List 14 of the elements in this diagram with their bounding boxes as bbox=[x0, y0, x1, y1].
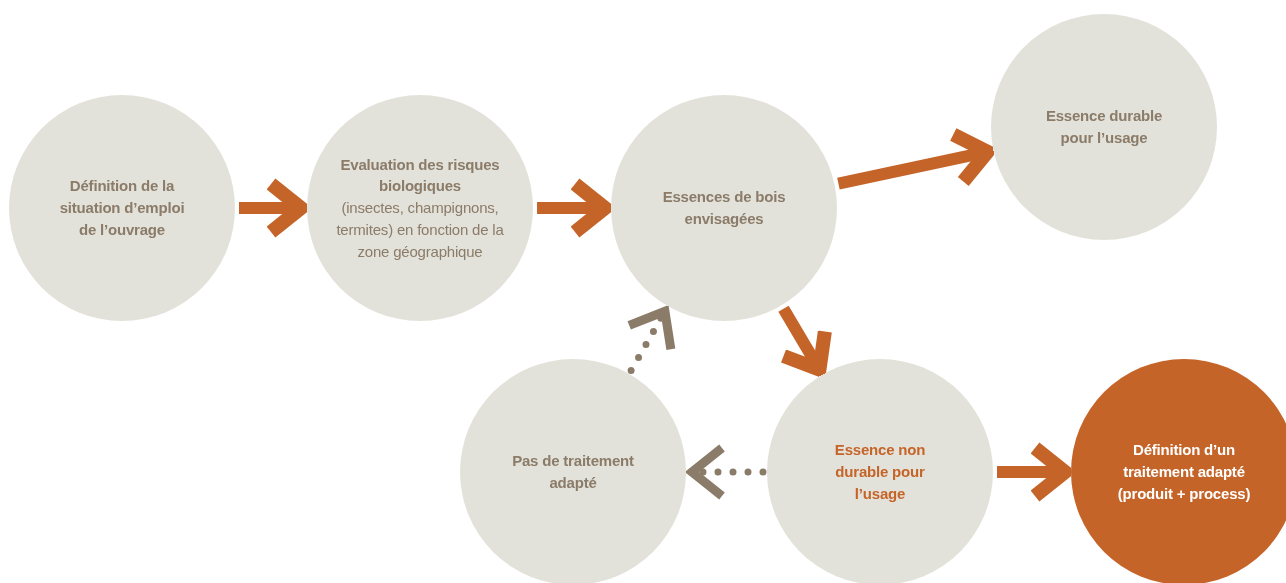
arrow bbox=[837, 127, 995, 190]
node-label: Définition de la situation d’emploi de l’ouvrage bbox=[58, 176, 186, 240]
node-label: Evaluation des risques biologiques bbox=[339, 154, 501, 197]
arrow bbox=[686, 443, 767, 501]
arrow bbox=[776, 305, 832, 377]
node-label: (insectes, champignons, termites) en fonction de la zone géographique bbox=[335, 198, 505, 262]
node-label: Essence durable pour l’usage bbox=[1044, 106, 1164, 148]
arrow bbox=[239, 177, 308, 239]
node-label: Définition d’un traitement adapté (produit + process) bbox=[1116, 440, 1252, 504]
node-label: Pas de traitement adapté bbox=[511, 451, 635, 493]
node-label: Essences de bois envisagées bbox=[661, 187, 787, 229]
arrow bbox=[997, 441, 1072, 503]
node-label: Essence non durable pour l’usage bbox=[833, 440, 927, 504]
arrow bbox=[537, 177, 612, 239]
